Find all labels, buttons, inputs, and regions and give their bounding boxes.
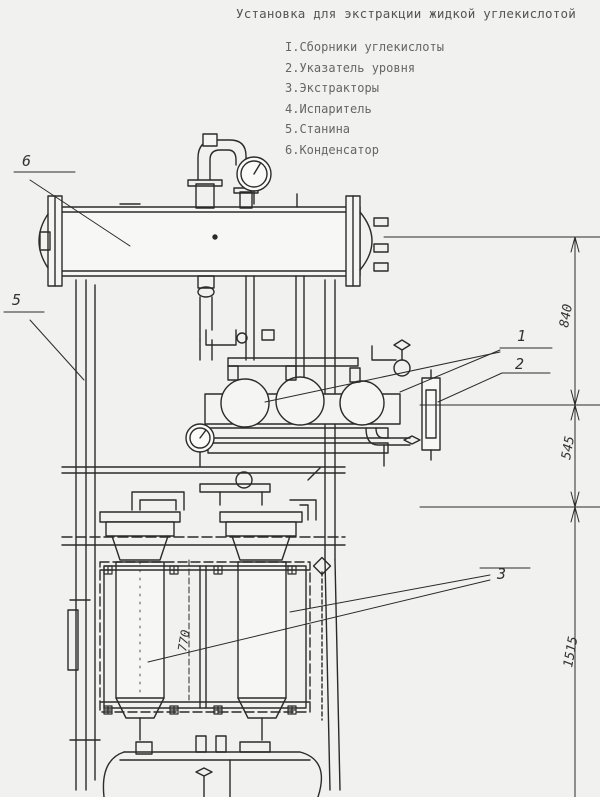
callout-1: 1 xyxy=(517,327,526,345)
extractor-right xyxy=(219,511,303,741)
callout-3: 3 xyxy=(496,565,506,583)
connecting-pipes xyxy=(199,275,305,381)
legend-item-extractors: 3.Экстракторы xyxy=(285,81,379,95)
dimension-840: 840 xyxy=(557,303,576,329)
level-indicator xyxy=(421,369,441,461)
pressure-gauge-top xyxy=(236,156,272,205)
drawing-title: Установка для экстракции жидкой углекисл… xyxy=(236,6,576,21)
callout-6: 6 xyxy=(22,152,31,170)
legend-item-condenser: 6.Конденсатор xyxy=(285,142,379,157)
collector-valves xyxy=(365,339,421,467)
legend-item-evaporator: 4.Испаритель xyxy=(285,101,372,116)
dimension-lines xyxy=(188,236,600,797)
legend-item-level-indicator: 2.Указатель уровня xyxy=(285,60,416,75)
evaporator xyxy=(204,357,401,454)
callout-2: 2 xyxy=(515,355,524,373)
condenser xyxy=(38,179,389,341)
collector-tank-bottom xyxy=(102,735,323,797)
dimension-1515: 1515 xyxy=(561,635,581,669)
frame-stanina xyxy=(61,279,346,791)
extractor-bracing xyxy=(99,556,332,721)
callout-5: 5 xyxy=(12,291,21,309)
legend-item-collectors: I.Сборники углекислоты xyxy=(285,40,444,54)
manifold xyxy=(131,467,321,521)
parts-legend: I.Сборники углекислоты 2.Указатель уровн… xyxy=(285,37,444,160)
dimension-770: 770 xyxy=(175,629,193,653)
callout-leaders xyxy=(3,171,553,663)
bolt-marks xyxy=(103,565,297,715)
legend-item-frame: 5.Станина xyxy=(285,122,351,136)
top-pipe-loop xyxy=(197,133,247,181)
pressure-gauge-lower xyxy=(185,423,215,467)
dimension-545: 545 xyxy=(559,435,578,461)
